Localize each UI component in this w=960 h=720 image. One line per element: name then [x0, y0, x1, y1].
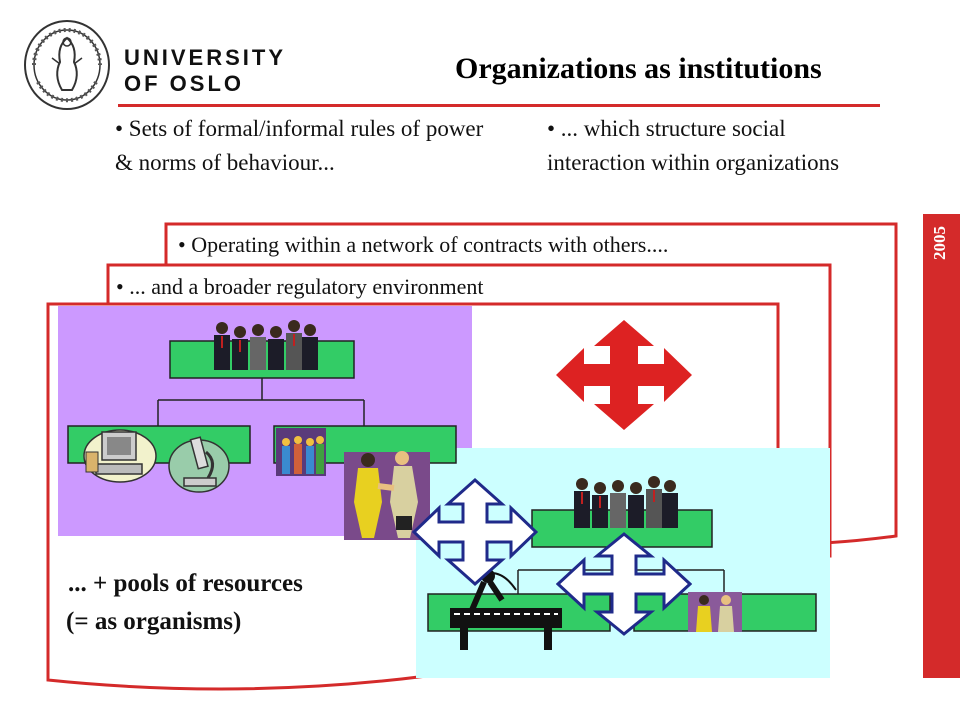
resources-label: ... + pools of resources [68, 570, 303, 597]
year-sidebar [923, 214, 960, 678]
page-title: Organizations as institutions [455, 52, 822, 85]
bullet-rules: • Sets of formal/informal rules of power… [115, 116, 484, 175]
four-way-arrow-blue-icon-2 [556, 532, 692, 636]
four-way-arrow-red-icon [556, 320, 692, 430]
four-way-arrow-blue-icon [412, 478, 538, 586]
panel-regulatory-text: • ... and a broader regulatory environme… [116, 274, 484, 299]
panel-contracts-text: • Operating within a network of contract… [178, 232, 669, 257]
handshake-icon [344, 451, 430, 540]
handshake-small-icon [688, 592, 742, 632]
computer-icon [83, 429, 157, 483]
university-name-line1: UNIVERSITY [124, 45, 287, 70]
executives-group-icon [214, 320, 318, 370]
title-underline [118, 104, 880, 107]
workers-group-icon [276, 428, 326, 476]
executives-group-icon-2 [574, 476, 678, 528]
university-seal-icon [24, 20, 110, 110]
microscope-icon [168, 436, 230, 493]
university-name-line2: OF OSLO [124, 71, 244, 96]
bullet-structure: • ... which structure social interaction… [547, 116, 840, 175]
person-at-desk-icon [450, 569, 562, 650]
organisms-label: (= as organisms) [66, 608, 242, 635]
